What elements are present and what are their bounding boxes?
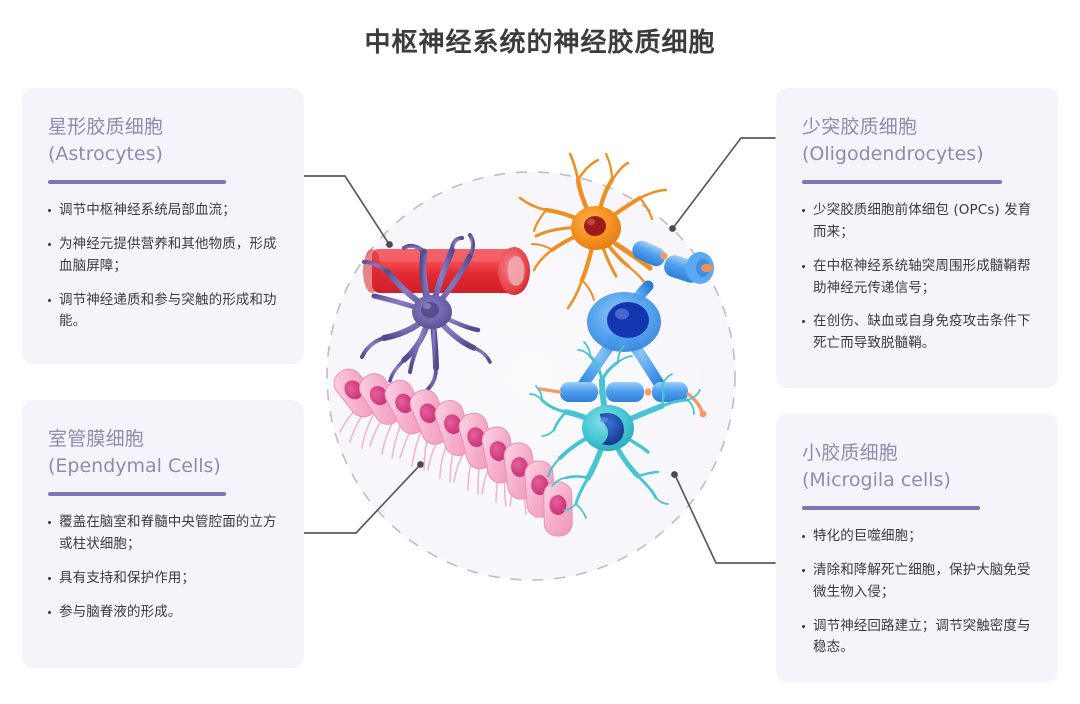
list-item: 调节神经回路建立；调节突触密度与稳态。	[802, 616, 1032, 660]
list-item: 在中枢神经系统轴突周围形成髓鞘帮助神经元传递信号；	[802, 256, 1032, 300]
connector-dot-ependymal	[417, 461, 424, 468]
card-microglia-bullets: 特化的巨噬细胞； 清除和降解死亡细胞，保护大脑免受微生物入侵； 调节神经回路建立…	[802, 526, 1032, 659]
card-microglia-title-cn: 小胶质细胞	[802, 442, 899, 464]
dashed-boundary-circle	[326, 171, 736, 581]
card-ependymal-divider	[48, 491, 226, 496]
card-astrocytes[interactable]: 星形胶质细胞 (Astrocytes) 调节中枢神经系统局部血流； 为神经元提供…	[22, 88, 304, 364]
astrocyte-with-blood-vessel	[360, 233, 530, 391]
card-astrocytes-title-cn: 星形胶质细胞	[48, 116, 164, 138]
card-ependymal-bullets: 覆盖在脑室和脊髓中央管腔面的立方或柱状细胞； 具有支持和保护作用； 参与脑脊液的…	[48, 512, 278, 623]
page-title: 中枢神经系统的神经胶质细胞	[364, 28, 716, 58]
card-ependymal-title-cn: 室管膜细胞	[48, 428, 145, 450]
connector-dot-oligodendrocytes	[669, 225, 676, 232]
card-oligodendrocytes-divider	[802, 179, 1002, 184]
list-item: 参与脑脊液的形成。	[48, 602, 278, 624]
card-microglia-divider	[802, 505, 980, 510]
card-astrocytes-title-en: (Astrocytes)	[48, 142, 163, 165]
card-oligodendrocytes-title: 少突胶质细胞 (Oligodendrocytes)	[802, 114, 1032, 168]
ependymal-cells	[333, 368, 573, 537]
list-item: 调节神经递质和参与突触的形成和功能。	[48, 290, 278, 334]
connector-dot-astrocytes	[386, 241, 393, 248]
list-item: 少突胶质细胞前体细包 (OPCs) 发育而来；	[802, 200, 1032, 244]
card-ependymal-title-en: (Ependymal Cells)	[48, 454, 221, 477]
card-microglia-title: 小胶质细胞 (Microgila cells)	[802, 440, 1032, 494]
list-item: 特化的巨噬细胞；	[802, 526, 1032, 548]
list-item: 调节中枢神经系统局部血流；	[48, 200, 278, 222]
card-oligodendrocytes-bullets: 少突胶质细胞前体细包 (OPCs) 发育而来； 在中枢神经系统轴突周围形成髓鞘帮…	[802, 200, 1032, 355]
card-microglia-title-en: (Microgila cells)	[802, 468, 951, 491]
connector-dot-microglia	[671, 471, 678, 478]
connector-oligodendrocytes	[672, 137, 776, 229]
card-astrocytes-title: 星形胶质细胞 (Astrocytes)	[48, 114, 278, 168]
card-astrocytes-bullets: 调节中枢神经系统局部血流； 为神经元提供营养和其他物质，形成血脑屏障； 调节神经…	[48, 200, 278, 333]
card-oligodendrocytes[interactable]: 少突胶质细胞 (Oligodendrocytes) 少突胶质细胞前体细包 (OP…	[776, 88, 1058, 388]
card-ependymal-cells[interactable]: 室管膜细胞 (Ependymal Cells) 覆盖在脑室和脊髓中央管腔面的立方…	[22, 400, 304, 668]
oligodendrocyte-cell	[538, 240, 714, 418]
list-item: 清除和降解死亡细胞，保护大脑免受微生物入侵；	[802, 560, 1032, 604]
list-item: 覆盖在脑室和脊髓中央管腔面的立方或柱状细胞；	[48, 512, 278, 556]
card-oligodendrocytes-title-en: (Oligodendrocytes)	[802, 142, 984, 165]
card-oligodendrocytes-title-cn: 少突胶质细胞	[802, 116, 918, 138]
ependymal-cell-row	[333, 368, 573, 537]
card-ependymal-title: 室管膜细胞 (Ependymal Cells)	[48, 426, 278, 480]
list-item: 在创伤、缺血或自身免疫攻击条件下死亡而导致脱髓鞘。	[802, 311, 1032, 355]
list-item: 具有支持和保护作用；	[48, 568, 278, 590]
microglia-cell	[529, 341, 701, 519]
card-astrocytes-divider	[48, 179, 226, 184]
neuron-cell	[518, 152, 668, 310]
list-item: 为神经元提供营养和其他物质，形成血脑屏障；	[48, 234, 278, 278]
card-microglia[interactable]: 小胶质细胞 (Microgila cells) 特化的巨噬细胞； 清除和降解死亡…	[776, 414, 1058, 682]
connector-microglia	[674, 474, 776, 564]
